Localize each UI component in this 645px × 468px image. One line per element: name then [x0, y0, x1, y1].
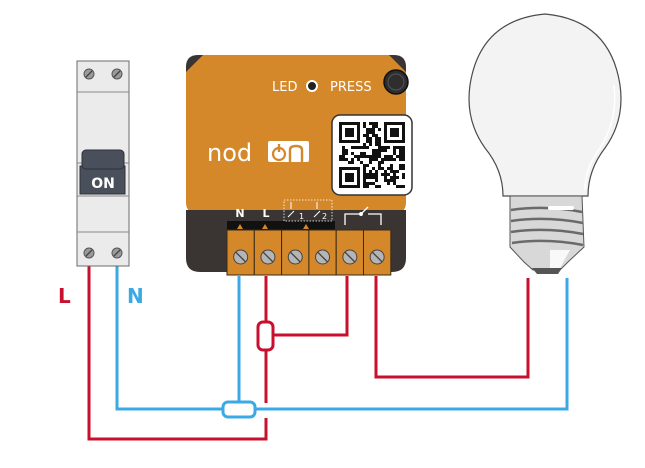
terminal-label-s2: 2	[322, 212, 327, 221]
terminal-arrow-icon	[262, 224, 268, 229]
brand-logo-text: nod	[207, 139, 252, 167]
nodon-logo: nod	[207, 139, 309, 167]
live-wire-lamp	[374, 276, 530, 379]
live-wire-breaker	[87, 262, 268, 441]
light-bulb	[468, 13, 622, 274]
neutral-wire-lamp	[255, 278, 569, 411]
live-wire-connector	[256, 320, 275, 352]
terminal-screw[interactable]	[253, 229, 283, 276]
supply-neutral-label: N	[127, 284, 144, 308]
terminal-screw[interactable]	[226, 229, 255, 276]
terminal-screw[interactable]	[281, 229, 310, 276]
terminal-arrow-icon	[303, 224, 309, 229]
nodon-relay-module: LED PRESS nod N L 1	[186, 55, 413, 276]
circuit-breaker: ON	[76, 60, 130, 267]
live-wire-switch	[272, 276, 349, 337]
relay-contact-icon	[344, 206, 382, 225]
terminal-label-s1: 1	[299, 212, 304, 221]
wires	[87, 262, 569, 441]
switch-input-1-icon	[287, 202, 295, 218]
switch-inputs-box	[283, 199, 333, 222]
press-label: PRESS	[330, 80, 372, 95]
terminal-arrow-icon	[237, 224, 243, 229]
breaker-toggle-label: ON	[91, 176, 115, 192]
breaker-toggle[interactable]: ON	[79, 149, 126, 195]
qr-code	[331, 114, 413, 196]
neutral-wire-connector	[221, 400, 257, 419]
switch-input-2-icon	[313, 202, 321, 218]
neutral-wire-breaker	[115, 262, 223, 411]
press-button[interactable]	[383, 69, 409, 95]
terminal-screw[interactable]	[363, 229, 392, 276]
terminal-screw[interactable]	[335, 229, 365, 276]
breaker-screw-icon	[83, 68, 123, 259]
terminal-block	[226, 229, 392, 276]
terminal-label-l: L	[262, 207, 269, 220]
terminal-label-n: N	[235, 207, 244, 220]
led-indicator-icon	[306, 80, 318, 92]
supply-live-label: L	[58, 284, 71, 308]
led-label: LED	[272, 80, 297, 95]
terminal-screw[interactable]	[308, 229, 337, 276]
